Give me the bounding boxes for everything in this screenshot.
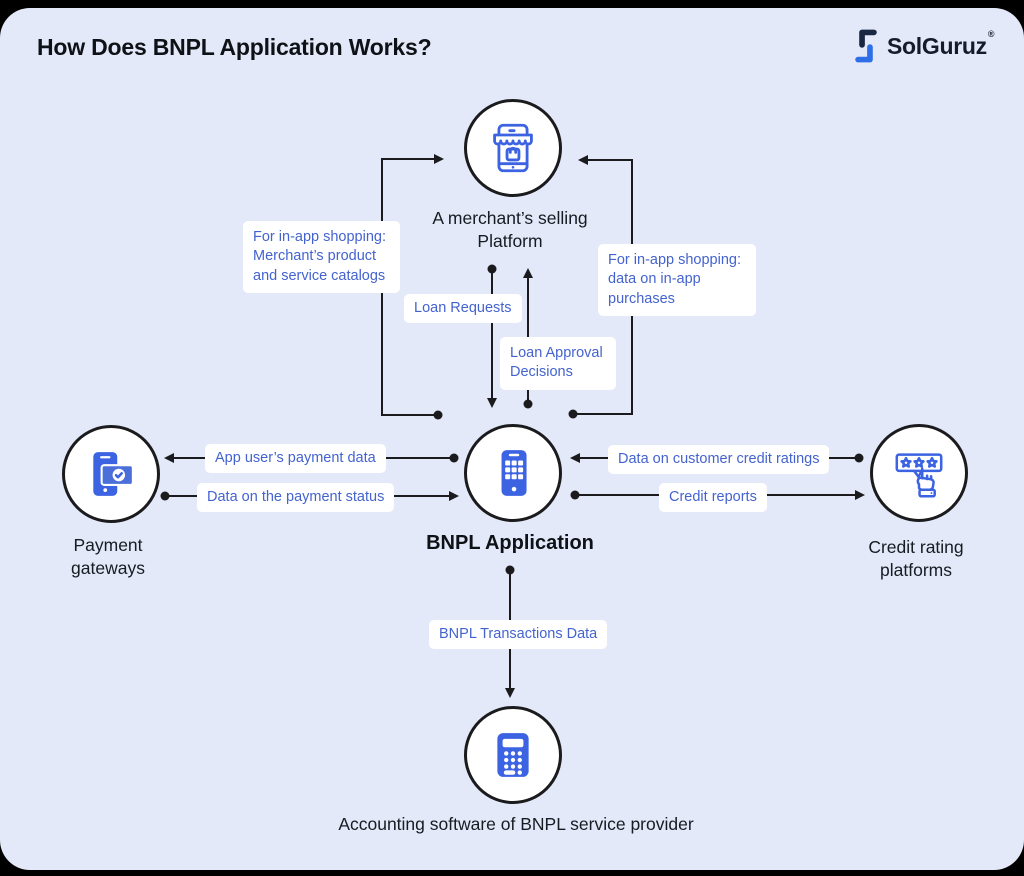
node-payment-gateways	[62, 425, 160, 523]
edge-label-credit-reports: Credit reports	[659, 483, 767, 512]
registered-mark: ®	[987, 28, 995, 39]
edge-label-loan-requests: Loan Requests	[404, 294, 522, 323]
edge-label-loan-approval: Loan Approval Decisions	[500, 337, 616, 390]
solguruz-logo-icon	[855, 29, 877, 63]
solguruz-logo: SolGuruz®	[851, 29, 994, 63]
node-label-bnpl: BNPL Application	[426, 532, 594, 554]
edge-label-inapp-purchases: For in-app shopping: data on in-app purc…	[598, 244, 756, 317]
node-accounting	[464, 706, 562, 804]
edge-origin-dots	[160, 264, 864, 575]
mobile-app-icon	[501, 450, 527, 496]
node-bnpl	[464, 424, 562, 522]
edge-label-payment-status: Data on the payment status	[197, 483, 395, 512]
node-label-payment-gateways: Payment gateways	[71, 535, 145, 579]
solguruz-logo-text: SolGuruz®	[887, 28, 995, 59]
payment-phone-card-icon	[93, 452, 134, 496]
star-rating-hand-icon	[895, 453, 943, 498]
storefront-icon	[493, 123, 533, 173]
edge-label-app-user-payment-data: App user’s payment data	[205, 444, 386, 473]
node-credit-rating	[870, 424, 968, 522]
node-label-credit-rating: Credit rating platforms	[868, 537, 964, 581]
node-merchant	[464, 99, 562, 197]
node-label-merchant: A merchant’s selling Platform	[432, 208, 588, 252]
edge-label-merchant-catalogs: For in-app shopping: Merchant’s product …	[243, 221, 400, 294]
edge-label-customer-credit-ratings: Data on customer credit ratings	[608, 445, 830, 474]
calculator-icon	[497, 733, 529, 777]
edge-label-bnpl-transactions: BNPL Transactions Data	[429, 620, 608, 649]
node-label-accounting: Accounting software of BNPL service prov…	[338, 814, 694, 834]
page-title: How Does BNPL Application Works?	[37, 34, 432, 60]
